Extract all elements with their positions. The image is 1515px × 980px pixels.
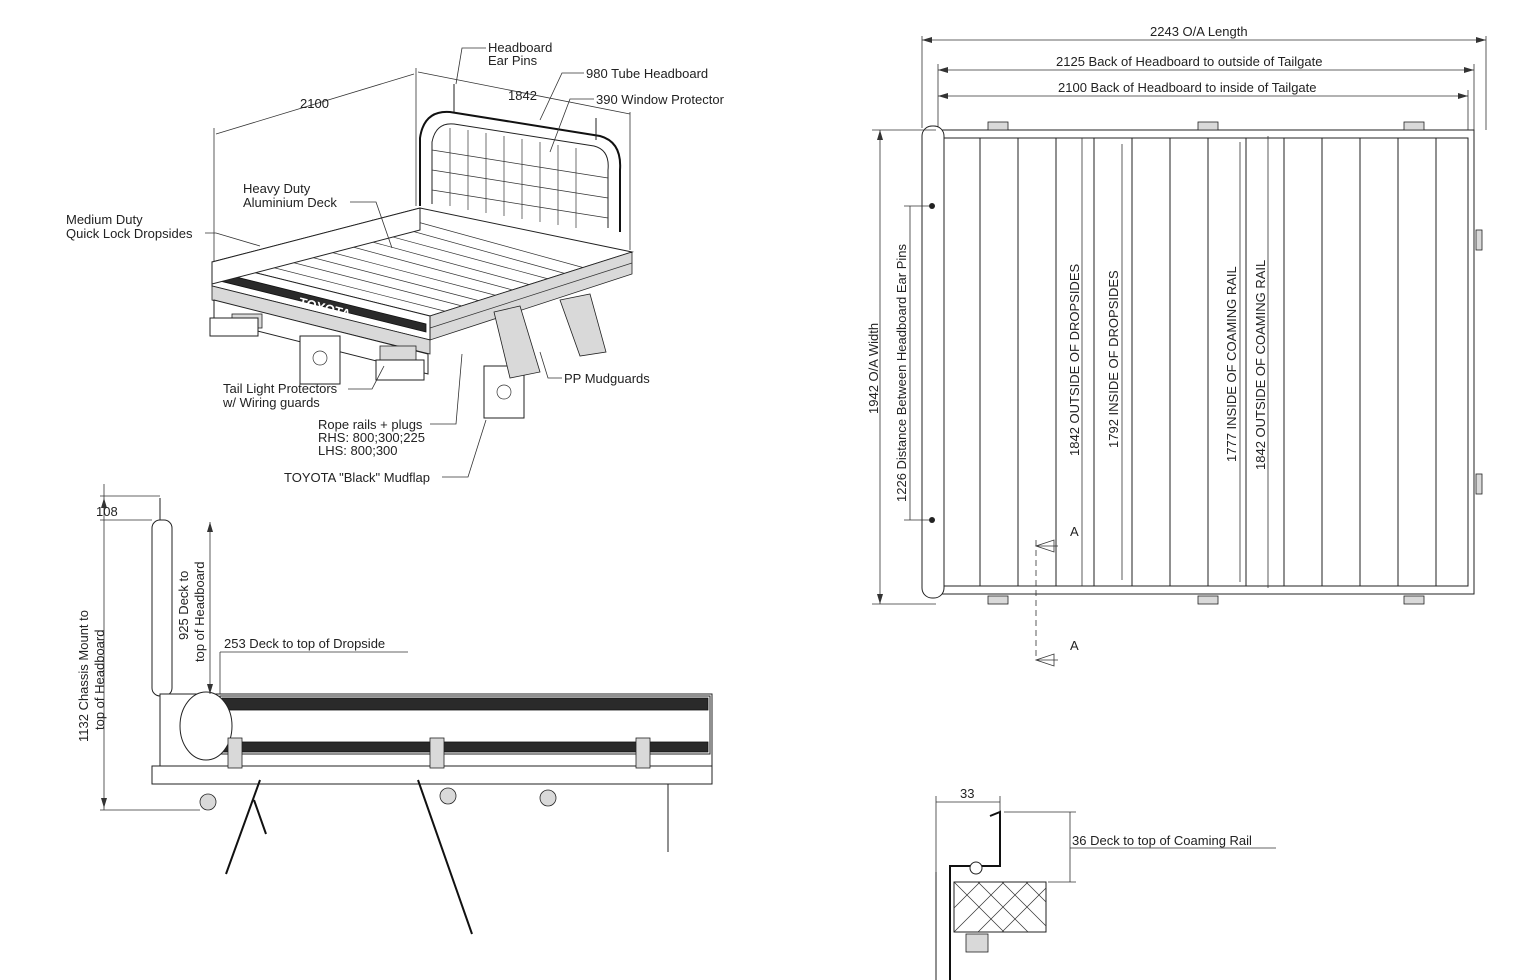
dim-inside-dropsides: 1792 INSIDE OF DROPSIDES bbox=[1106, 270, 1121, 448]
label-dropsides-1: Medium Duty bbox=[66, 212, 143, 227]
side-view: 108 1132 Chassis Mount to top of Headboa… bbox=[76, 484, 713, 935]
label-headboard-ear-pins-2: Ear Pins bbox=[488, 53, 538, 68]
dim-deck-to-dropside: 253 Deck to top of Dropside bbox=[224, 636, 385, 651]
dim-chassis-mount-2: top of Headboard bbox=[92, 630, 107, 730]
label-rope-rails-1: Rope rails + plugs bbox=[318, 417, 423, 432]
dim-overall-length: 2243 O/A Length bbox=[1150, 24, 1248, 39]
label-headboard-ear-pins-1: Headboard bbox=[488, 40, 552, 55]
label-tail-light-2: w/ Wiring guards bbox=[222, 395, 320, 410]
dim-108: 108 bbox=[96, 504, 118, 519]
dim-outside-coaming: 1842 OUTSIDE OF COAMING RAIL bbox=[1253, 260, 1268, 470]
dim-inside-coaming: 1777 INSIDE OF COAMING RAIL bbox=[1224, 266, 1239, 462]
label-tube-headboard: 980 Tube Headboard bbox=[586, 66, 708, 81]
dim-deck-to-headboard-1: 925 Deck to bbox=[176, 571, 191, 640]
dim-ear-pins: 1226 Distance Between Headboard Ear Pins bbox=[894, 244, 909, 502]
label-mudflap: TOYOTA "Black" Mudflap bbox=[284, 470, 430, 485]
dim-back-to-inside: 2100 Back of Headboard to inside of Tail… bbox=[1058, 80, 1317, 95]
label-dropsides-2: Quick Lock Dropsides bbox=[66, 226, 193, 241]
label-rope-rails-2: RHS: 800;300;225 bbox=[318, 430, 425, 445]
section-label-a-top: A bbox=[1070, 524, 1079, 539]
dim-chassis-mount-1: 1132 Chassis Mount to bbox=[76, 610, 91, 742]
dim-outside-dropsides: 1842 OUTSIDE OF DROPSIDES bbox=[1067, 264, 1082, 456]
label-deck-2: Aluminium Deck bbox=[243, 195, 337, 210]
label-window-protector: 390 Window Protector bbox=[596, 92, 725, 107]
label-tail-light-1: Tail Light Protectors bbox=[223, 381, 338, 396]
label-rope-rails-3: LHS: 800;300 bbox=[318, 443, 398, 458]
dim-back-to-outside: 2125 Back of Headboard to outside of Tai… bbox=[1056, 54, 1322, 69]
dim-2100: 2100 bbox=[300, 96, 329, 111]
dim-1842: 1842 bbox=[508, 88, 537, 103]
label-mudguards: PP Mudguards bbox=[564, 371, 650, 386]
dim-deck-to-headboard-2: top of Headboard bbox=[192, 562, 207, 662]
dim-overall-width: 1942 O/A Width bbox=[866, 323, 881, 414]
label-deck-1: Heavy Duty bbox=[243, 181, 311, 196]
top-view: 2243 O/A Length 2125 Back of Headboard t… bbox=[866, 24, 1487, 667]
dim-33: 33 bbox=[960, 786, 974, 801]
section-view: 33 36 Deck to top of Coaming Rail bbox=[935, 786, 1276, 980]
isometric-view: TOYOTA bbox=[66, 40, 725, 485]
section-label-a-bottom: A bbox=[1070, 638, 1079, 653]
dim-coaming: 36 Deck to top of Coaming Rail bbox=[1072, 833, 1252, 848]
